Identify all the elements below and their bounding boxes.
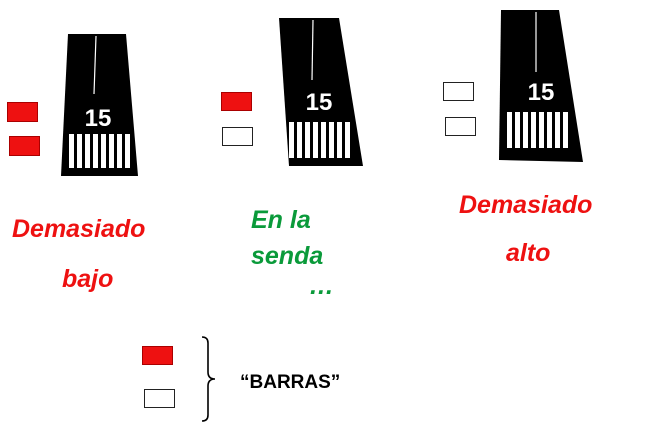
caption-on-path-line3: … xyxy=(309,290,334,299)
legend-light-red xyxy=(142,346,173,365)
caption-on-path-truncated: … xyxy=(251,290,351,300)
legend-label: “BARRAS” xyxy=(240,372,341,393)
papi-light-red xyxy=(221,92,252,111)
papi-light-red xyxy=(9,136,40,156)
caption-on-path-line2: senda xyxy=(251,242,324,270)
papi-light-red xyxy=(7,102,38,122)
legend-light-white xyxy=(144,389,175,408)
runway-high: 15 xyxy=(499,10,583,162)
papi-light-white xyxy=(443,82,474,101)
runway-number: 15 xyxy=(306,89,333,116)
runway-low: 15 xyxy=(61,34,138,176)
caption-too-high-line1: Demasiado xyxy=(459,191,593,219)
runway-on-path: 15 xyxy=(279,18,363,166)
runway-number: 15 xyxy=(528,79,555,106)
caption-on-path-line1: En la xyxy=(251,206,311,234)
caption-too-high-line2: alto xyxy=(506,239,551,267)
runway-number: 15 xyxy=(85,105,112,132)
caption-too-low-line1: Demasiado xyxy=(12,215,146,243)
caption-too-low-line2: bajo xyxy=(62,265,114,293)
curly-brace xyxy=(201,336,216,422)
papi-light-white xyxy=(222,127,253,146)
papi-light-white xyxy=(445,117,476,136)
